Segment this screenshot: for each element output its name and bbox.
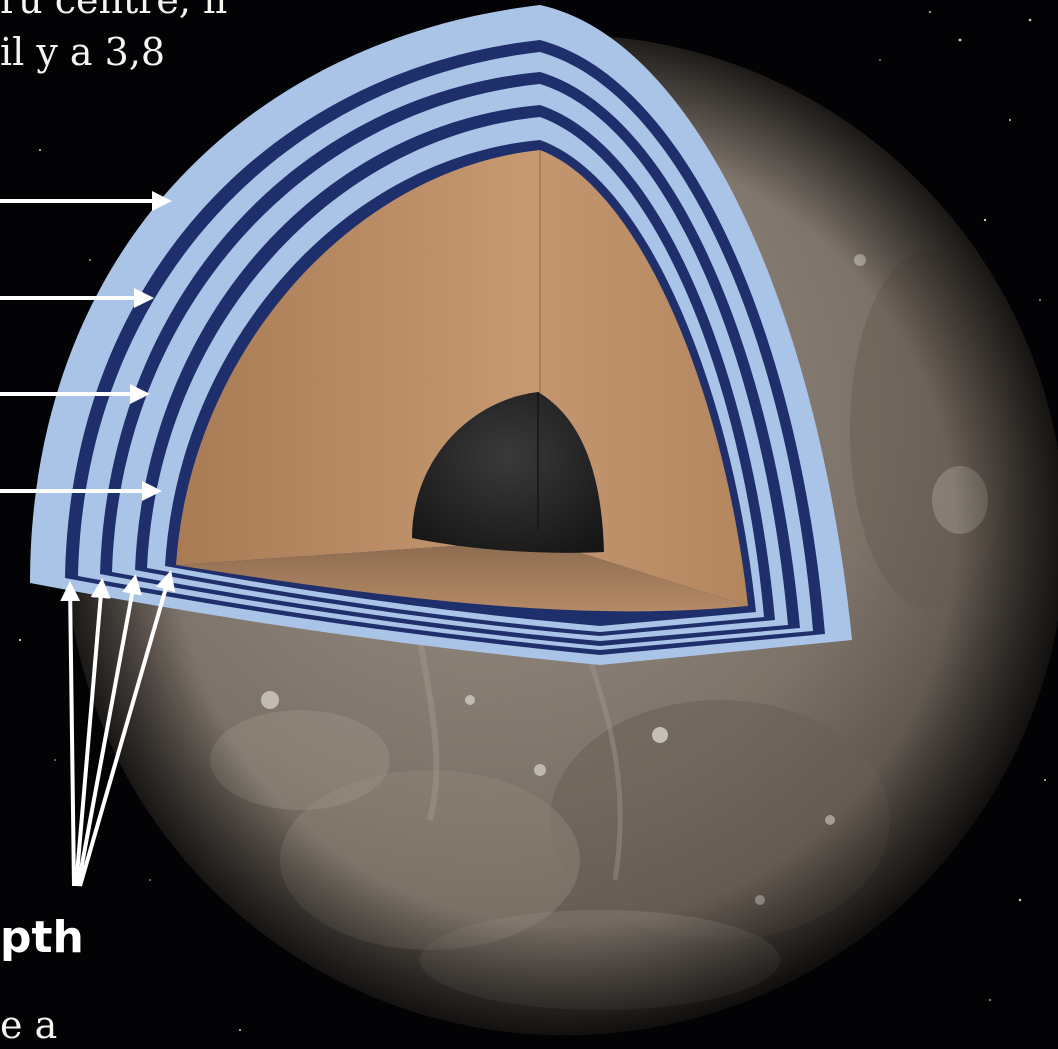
- depth-label: pth: [0, 912, 84, 963]
- caption-line-2: il y a 3,8: [0, 30, 166, 74]
- caption-line-1: ru centre, il: [0, 0, 228, 22]
- depth-pointer-arrows: [60, 570, 176, 887]
- layer-pointer-arrows: [0, 191, 172, 501]
- iron-core: [412, 392, 604, 553]
- rock-mantle-floor: [176, 540, 748, 612]
- caption-line-3: e a: [0, 1003, 58, 1047]
- interior-cutaway: [30, 5, 852, 665]
